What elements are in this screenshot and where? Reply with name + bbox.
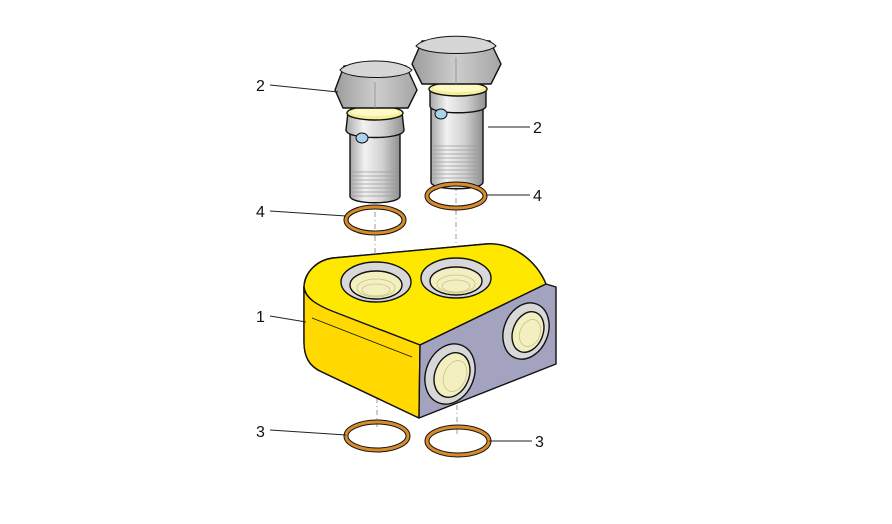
callout-leaders (269, 84, 532, 442)
top-port-right (420, 257, 492, 299)
washer-bottom-right (424, 424, 492, 458)
washer-top-left (343, 204, 407, 236)
washer-top-right (424, 181, 488, 211)
bolt-left (334, 60, 418, 204)
callout-washer-bottom-right: 3 (535, 434, 544, 451)
callout-labels: 1 2 2 3 3 4 4 (256, 78, 544, 451)
callout-washer-bottom-left: 3 (256, 424, 265, 441)
callout-washer-top-right: 4 (533, 188, 542, 205)
washer-bottom-left (343, 419, 411, 453)
top-port-left (340, 261, 412, 303)
callout-bolt-right: 2 (533, 120, 542, 137)
side-port-rear (502, 302, 550, 360)
bolt-right (411, 35, 502, 190)
callout-bolt-left: 2 (256, 78, 265, 95)
callout-block: 1 (256, 309, 265, 326)
side-port-front (424, 343, 476, 405)
distribution-block (303, 243, 557, 419)
callout-washer-top-left: 4 (256, 204, 265, 221)
